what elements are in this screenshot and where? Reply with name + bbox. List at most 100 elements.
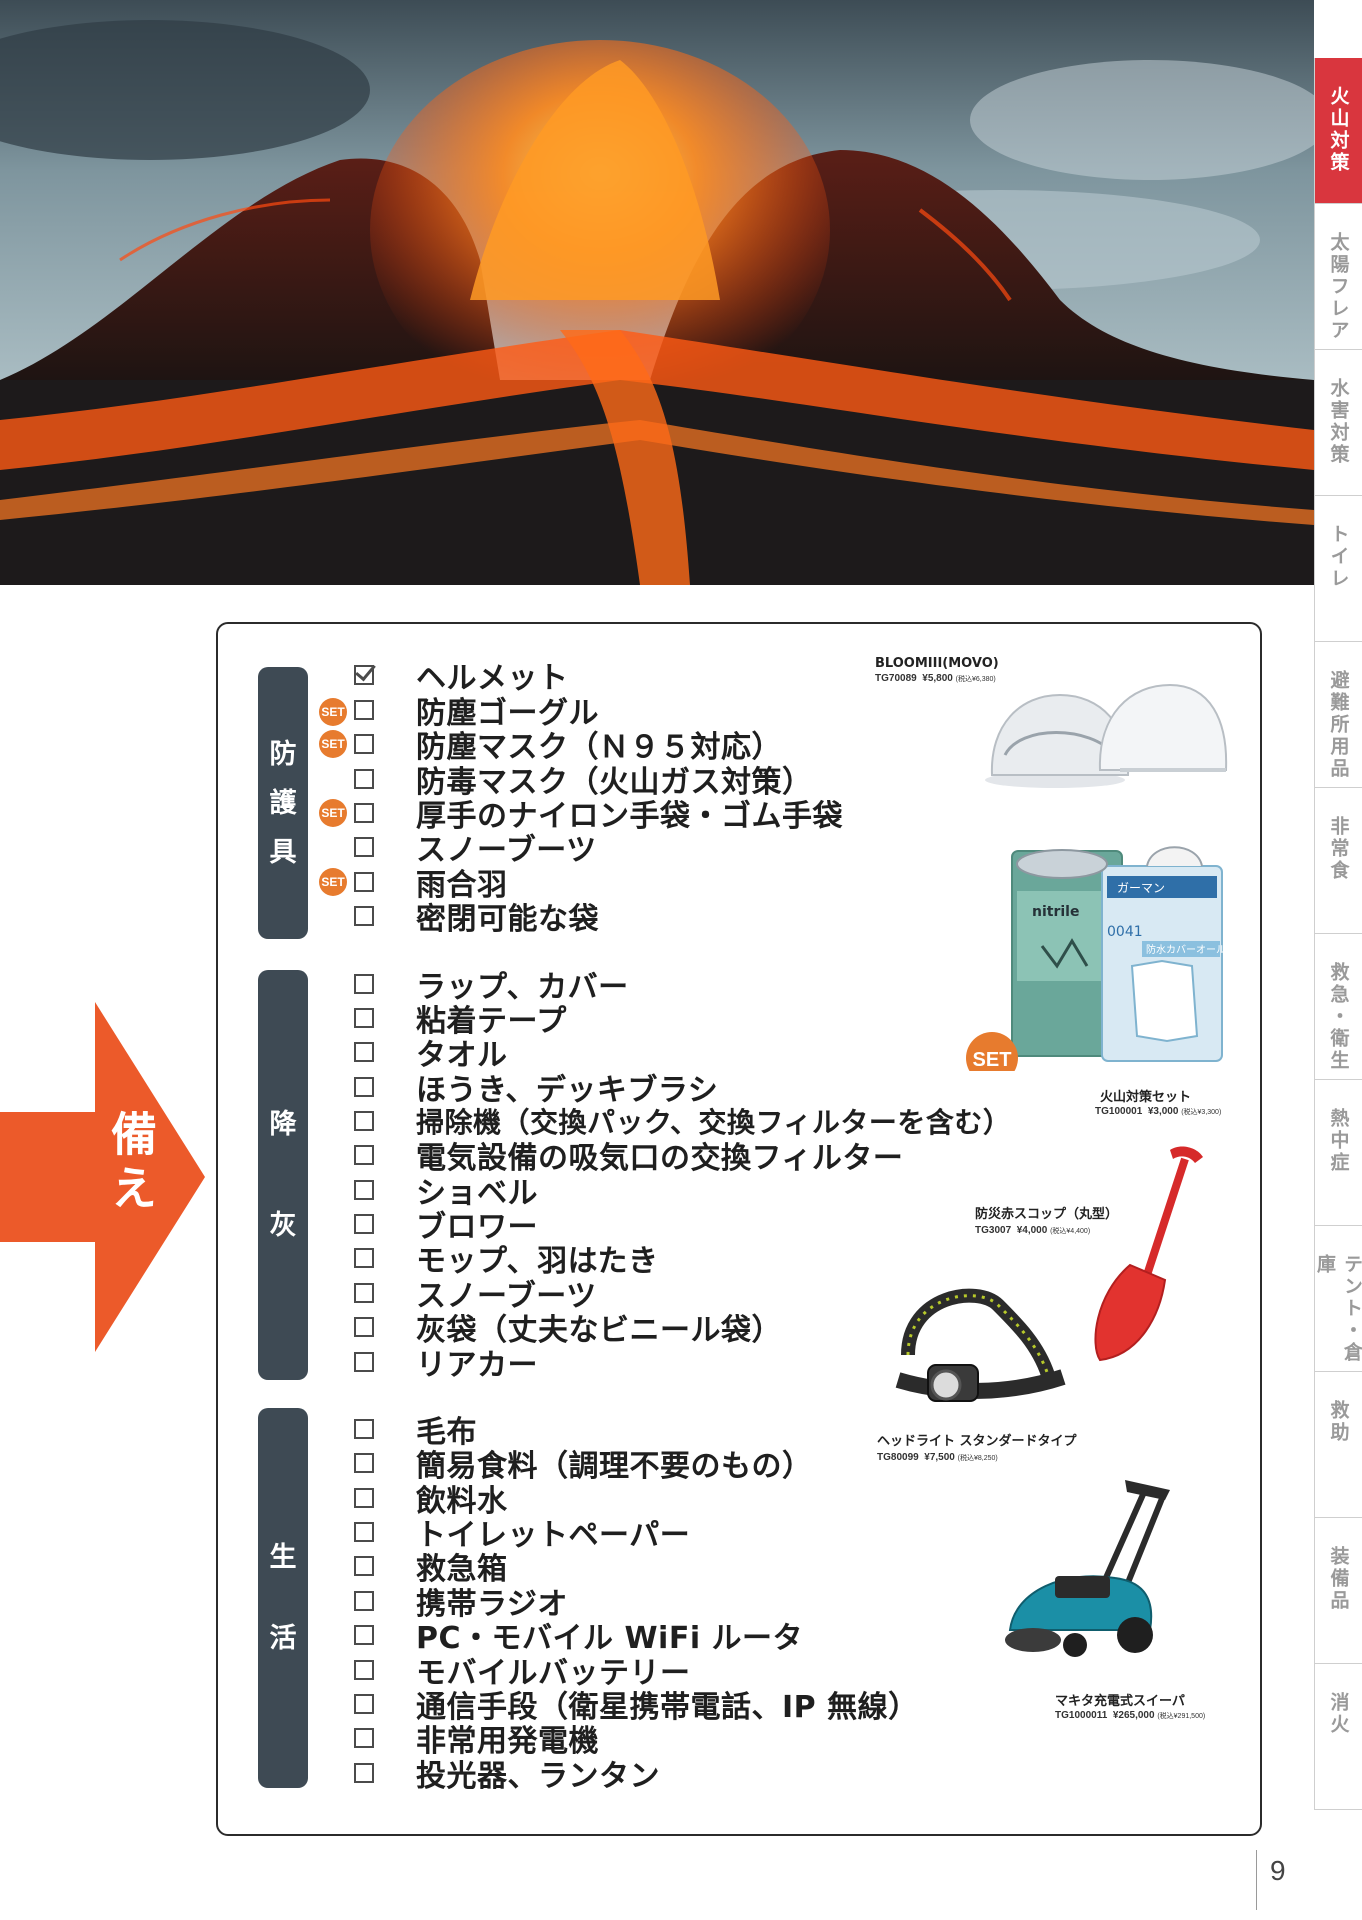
checkbox[interactable] (354, 1419, 374, 1439)
item-label: スノーブーツ (416, 833, 597, 868)
checkbox[interactable] (354, 1214, 374, 1234)
tab-solar-flare[interactable]: 太陽フレア (1315, 204, 1362, 350)
checklist-item[interactable]: スノーブーツ (354, 830, 597, 868)
checkbox[interactable] (354, 1728, 374, 1748)
checkbox[interactable] (354, 1317, 374, 1337)
category-ashfall: 降 灰 (258, 970, 308, 1380)
tab-emergency-food[interactable]: 非常食 (1315, 788, 1362, 934)
helmet-image[interactable] (980, 675, 1230, 790)
volcano-set-image[interactable]: nitrile ガーマン 0041 防水カバーオール SET (962, 836, 1228, 1071)
checkbox[interactable] (354, 1283, 374, 1303)
item-label: リアカー (416, 1348, 538, 1383)
checklist-item[interactable]: PC・モバイル WiFi ルータ (354, 1618, 803, 1656)
checkbox-checked[interactable] (354, 665, 374, 685)
checkbox[interactable] (354, 1248, 374, 1268)
checklist-item[interactable]: 救急箱 (354, 1549, 508, 1587)
product-code-price: TG1000011 ¥265,000 (税込¥291,500) (1055, 1710, 1205, 1721)
checklist-item[interactable]: ヘルメット (354, 658, 569, 696)
tab-label: トイレ (1327, 524, 1350, 590)
product-code-price: TG70089 ¥5,800 (税込¥6,380) (875, 673, 996, 684)
checkbox[interactable] (354, 1352, 374, 1372)
set-package-text: ガーマン (1117, 881, 1165, 895)
checklist-item[interactable]: 灰袋（丈夫なビニール袋） (354, 1310, 782, 1348)
tab-equipment[interactable]: 装備品 (1315, 1518, 1362, 1664)
checkbox[interactable] (354, 906, 374, 926)
checklist-item[interactable]: タオル (354, 1035, 508, 1073)
checkbox[interactable] (354, 974, 374, 994)
checklist-item[interactable]: 防塵ゴーグル (354, 693, 599, 731)
checklist-item[interactable]: ラップ、カバー (354, 967, 629, 1005)
tab-volcano[interactable]: 火山対策 (1315, 58, 1362, 204)
checkbox[interactable] (354, 1763, 374, 1783)
checklist-item[interactable]: 電気設備の吸気口の交換フィルター (354, 1138, 903, 1176)
item-label: 毛布 (416, 1415, 477, 1450)
checkbox[interactable] (354, 1180, 374, 1200)
checklist-item[interactable]: 非常用発電機 (354, 1721, 599, 1759)
sweeper-image[interactable] (985, 1470, 1195, 1680)
tab-heatstroke[interactable]: 熱中症 (1315, 1080, 1362, 1226)
checklist-item[interactable]: モバイルバッテリー (354, 1653, 691, 1691)
checklist-item[interactable]: 防毒マスク（火山ガス対策） (354, 762, 813, 800)
tab-label: 熱中症 (1327, 1108, 1350, 1174)
product-name: 火山対策セット (1100, 1090, 1192, 1105)
checkbox[interactable] (354, 700, 374, 720)
checkbox[interactable] (354, 837, 374, 857)
checkbox[interactable] (354, 1077, 374, 1097)
checkbox[interactable] (354, 1111, 374, 1131)
checkbox[interactable] (354, 1522, 374, 1542)
item-label: 防塵マスク（Ｎ９５対応） (416, 730, 782, 765)
checkbox[interactable] (354, 1453, 374, 1473)
checklist-item[interactable]: 携帯ラジオ (354, 1584, 568, 1622)
product-name: 防災赤スコップ（丸型） (975, 1207, 1119, 1222)
checkbox[interactable] (354, 1625, 374, 1645)
checkbox[interactable] (354, 803, 374, 823)
checkbox[interactable] (354, 1694, 374, 1714)
checklist-item[interactable]: 簡易食料（調理不要のもの） (354, 1446, 813, 1484)
checklist-item[interactable]: スノーブーツ (354, 1276, 597, 1314)
checkbox[interactable] (354, 1591, 374, 1611)
checklist-item[interactable]: 通信手段（衛星携帯電話、IP 無線） (354, 1687, 919, 1725)
checkbox[interactable] (354, 769, 374, 789)
checkbox[interactable] (354, 1660, 374, 1680)
checklist-item[interactable]: 毛布 (354, 1412, 477, 1450)
product-name: BLOOMIII(MOVO) (875, 656, 999, 671)
checklist-item[interactable]: ブロワー (354, 1207, 538, 1245)
category-char: 具 (269, 836, 297, 868)
headlight-image[interactable] (888, 1285, 1073, 1415)
checkbox[interactable] (354, 1042, 374, 1062)
product-price: ¥7,500 (924, 1452, 955, 1463)
checkbox[interactable] (354, 1145, 374, 1165)
set-badge: SET (319, 799, 347, 827)
category-protective-gear: 防 護 具 (258, 667, 308, 939)
checklist-item[interactable]: 厚手のナイロン手袋・ゴム手袋 (354, 796, 843, 834)
checkbox[interactable] (354, 872, 374, 892)
checkbox[interactable] (354, 1008, 374, 1028)
checkbox[interactable] (354, 734, 374, 754)
checklist-item[interactable]: ショベル (354, 1173, 538, 1211)
checkbox[interactable] (354, 1556, 374, 1576)
tab-rescue[interactable]: 救助 (1315, 1372, 1362, 1518)
set-package-text: 0041 (1107, 924, 1143, 940)
checklist-item[interactable]: 粘着テープ (354, 1001, 567, 1039)
tab-fire-extinguishing[interactable]: 消火 (1315, 1664, 1362, 1810)
checkbox[interactable] (354, 1488, 374, 1508)
product-code: TG3007 (975, 1225, 1012, 1236)
checklist-item[interactable]: 密閉可能な袋 (354, 899, 599, 937)
checklist-item[interactable]: 防塵マスク（Ｎ９５対応） (354, 727, 782, 765)
checklist-item[interactable]: トイレットペーパー (354, 1515, 690, 1553)
checklist-item[interactable]: モップ、羽はたき (354, 1241, 659, 1279)
tab-tent-storage[interactable]: テント・倉庫 (1314, 1226, 1362, 1372)
tab-flood[interactable]: 水害対策 (1315, 350, 1362, 496)
checklist-item[interactable]: 掃除機（交換パック、交換フィルターを含む） (354, 1104, 1011, 1139)
item-label: 粘着テープ (416, 1004, 567, 1039)
checklist-item[interactable]: 雨合羽 (354, 865, 508, 903)
tab-toilet[interactable]: トイレ (1315, 496, 1362, 642)
checklist-item[interactable]: 投光器、ランタン (354, 1756, 660, 1794)
checklist-item[interactable]: リアカー (354, 1345, 538, 1383)
product-price: ¥265,000 (1112, 1710, 1155, 1721)
shovel-image[interactable] (1085, 1145, 1215, 1365)
tab-shelter-goods[interactable]: 避難所用品 (1315, 642, 1362, 788)
checklist-item[interactable]: 飲料水 (354, 1481, 508, 1519)
tab-first-aid[interactable]: 救急・衛生 (1315, 934, 1362, 1080)
checklist-item[interactable]: ほうき、デッキブラシ (354, 1070, 718, 1108)
